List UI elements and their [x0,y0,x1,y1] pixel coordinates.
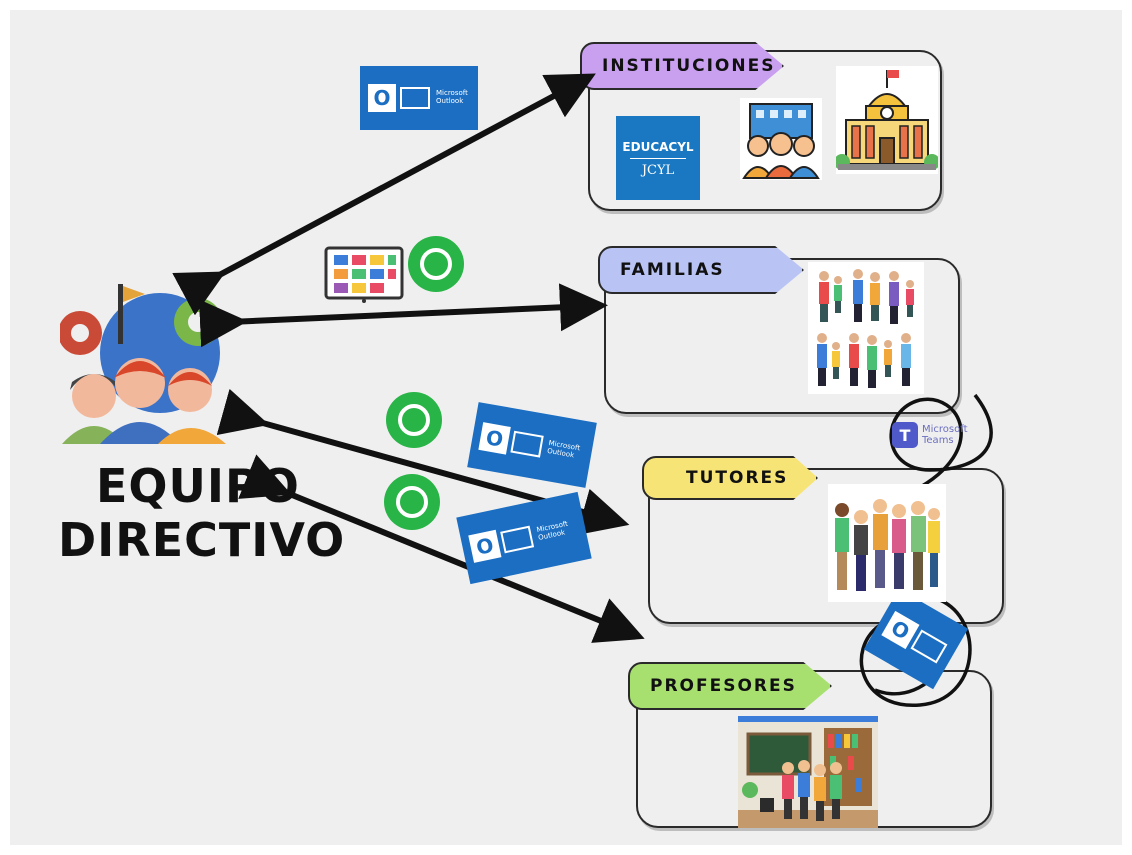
whatsapp-icon [408,236,464,292]
arrow-instituciones [172,73,596,316]
classroom-illustration [738,716,878,828]
townhall-icon [836,66,938,174]
outlook-brand: Microsoft [436,89,468,98]
families-illustration [808,262,924,394]
loop-familias-tutores [889,393,993,492]
educacyl-divider [630,158,686,159]
profesores-label: PROFESORES [628,662,832,710]
whatsapp-icon [386,392,442,448]
whatsapp-icon [384,474,440,530]
familias-label: FAMILIAS [598,246,804,294]
instituciones-label: INSTITUCIONES [580,42,784,90]
teams-product: Teams [922,435,954,446]
teams-logo: T [892,422,918,448]
tutors-illustration [828,484,946,602]
educacyl-line-1: EDUCACYL [622,140,694,154]
educacyl-logo: EDUCACYL JCYL [616,116,700,200]
outlook-product: Outlook [436,97,464,105]
arrow-profesores [238,454,645,643]
educacyl-line-2: JCYL [641,163,675,178]
teams-icon: T Microsoft Teams [892,418,982,452]
tablet-app-icon [324,246,404,303]
arrow-familias [198,283,608,348]
teams-brand: Microsoft [922,424,968,435]
workers-icon [740,98,822,180]
tutores-label: TUTORES [642,456,818,500]
